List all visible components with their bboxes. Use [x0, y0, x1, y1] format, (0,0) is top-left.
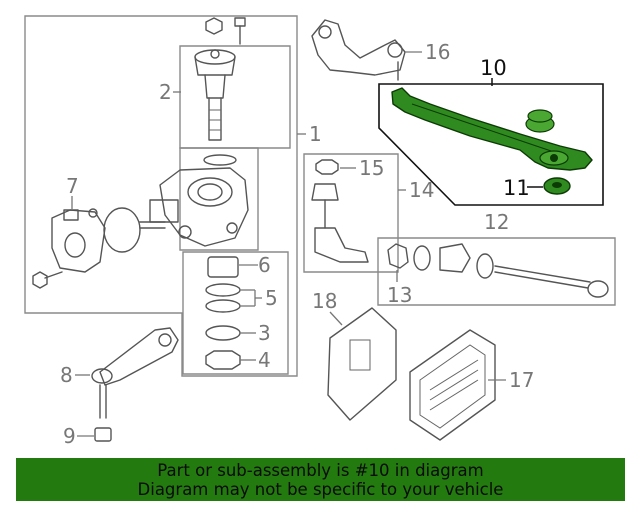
inner-tie-rod [387, 243, 609, 298]
input-shaft [194, 49, 236, 141]
callout-14: 14 [409, 178, 434, 202]
callout-11: 11 [503, 176, 530, 200]
callout-8: 8 [60, 363, 73, 387]
tie-rod-end-outer [311, 159, 369, 263]
callout-3: 3 [258, 321, 271, 345]
group-frame-10 [378, 83, 604, 206]
parts-diagram: 1 2 3 4 5 6 7 8 9 10 11 12 13 14 15 16 1… [24, 15, 616, 448]
callout-5: 5 [265, 286, 278, 310]
callout-10: 10 [480, 56, 507, 80]
callout-16: 16 [425, 40, 450, 64]
callout-9: 9 [63, 424, 76, 448]
callout-12: 12 [484, 210, 509, 234]
banner-line-2: Diagram may not be specific to your vehi… [137, 479, 504, 499]
pitman-nut [94, 427, 112, 442]
callout-7: 7 [66, 174, 79, 198]
banner-line-1: Part or sub-assembly is #10 in diagram [157, 460, 484, 480]
callout-1: 1 [309, 122, 322, 146]
seal-stack [205, 256, 241, 370]
control-module [409, 329, 496, 441]
info-banner: Part or sub-assembly is #10 in diagram D… [16, 458, 625, 501]
side-cover [32, 208, 106, 289]
group-frame-2 [179, 45, 291, 149]
group-frame-seals [182, 251, 289, 375]
group-frame-housing [179, 147, 259, 251]
callout-labels: 1 2 3 4 5 6 7 8 9 10 11 12 13 14 15 16 1… [60, 40, 534, 448]
housing-ring [203, 154, 237, 166]
callout-4: 4 [258, 348, 271, 372]
group-frame-1 [24, 15, 298, 377]
o-ring [103, 207, 141, 253]
group-frame-14 [303, 153, 399, 273]
callout-15: 15 [359, 156, 384, 180]
gear-housing [139, 167, 249, 247]
callout-18: 18 [312, 289, 337, 313]
top-nut-bolt [205, 17, 246, 45]
pitman-arm [91, 327, 179, 419]
callout-2: 2 [159, 80, 172, 104]
grommet-highlight [543, 177, 571, 195]
relay-rod-highlight [391, 87, 593, 171]
leader-lines [71, 51, 543, 437]
gasket-plate [327, 307, 397, 421]
callout-17: 17 [509, 368, 534, 392]
group-frame-12 [377, 237, 616, 306]
callout-6: 6 [258, 253, 271, 277]
idler-arm [311, 19, 406, 81]
callout-13: 13 [387, 283, 412, 307]
